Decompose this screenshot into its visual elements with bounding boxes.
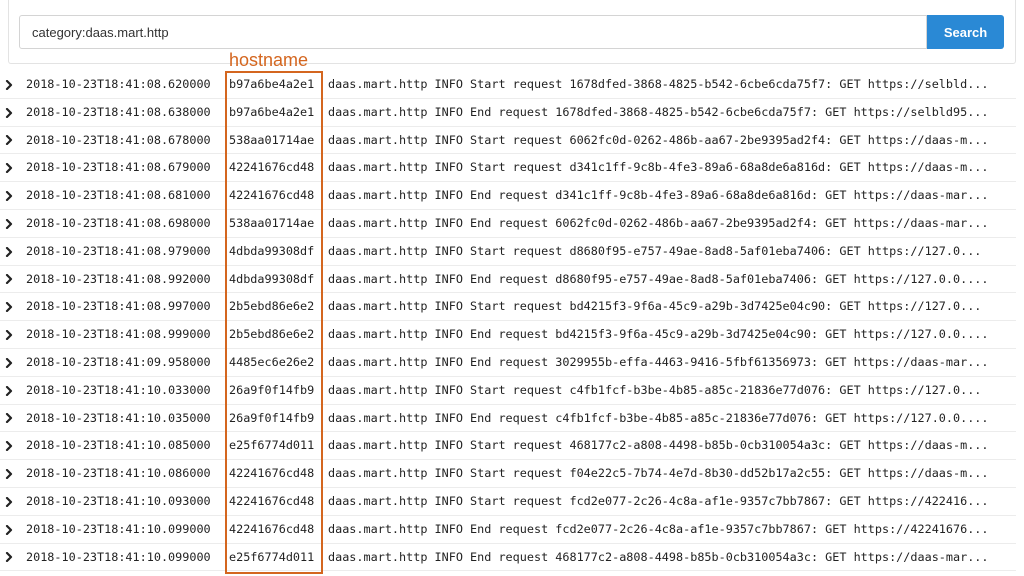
log-row[interactable]: 2018-10-23T18:41:08.999000 2b5ebd86e6e2 da…: [0, 321, 1024, 349]
log-timestamp: 2018-10-23T18:41:10.086000: [26, 466, 211, 481]
chevron-right-icon[interactable]: [4, 99, 14, 127]
chevron-right-icon[interactable]: [4, 293, 14, 321]
log-row[interactable]: 2018-10-23T18:41:10.033000 26a9f0f14fb9 da…: [0, 377, 1024, 405]
log-timestamp: 2018-10-23T18:41:08.681000: [26, 188, 211, 203]
log-row[interactable]: 2018-10-23T18:41:08.620000 b97a6be4a2e1 da…: [0, 71, 1024, 99]
log-row[interactable]: 2018-10-23T18:41:08.679000 42241676cd48 da…: [0, 154, 1024, 182]
log-timestamp: 2018-10-23T18:41:08.698000: [26, 215, 211, 230]
log-row[interactable]: 2018-10-23T18:41:08.638000 b97a6be4a2e1 da…: [0, 99, 1024, 127]
search-input[interactable]: [19, 15, 927, 49]
log-hostname: 4dbda99308df: [229, 271, 315, 286]
log-hostname: 2b5ebd86e6e2: [229, 327, 315, 342]
log-timestamp: 2018-10-23T18:41:08.678000: [26, 132, 211, 147]
log-timestamp: 2018-10-23T18:41:10.099000: [26, 549, 211, 564]
chevron-right-icon[interactable]: [4, 210, 14, 238]
log-hostname: 538aa01714ae: [229, 215, 315, 230]
log-message: daas.mart.http INFO End request 468177c2…: [328, 549, 989, 564]
chevron-right-icon[interactable]: [4, 182, 14, 210]
log-timestamp: 2018-10-23T18:41:08.620000: [26, 77, 211, 91]
log-hostname: 4485ec6e26e2: [229, 354, 315, 369]
log-row[interactable]: 2018-10-23T18:41:10.093000 42241676cd48 da…: [0, 488, 1024, 516]
log-message: daas.mart.http INFO Start request d341c1…: [328, 160, 989, 175]
chevron-right-icon[interactable]: [4, 266, 14, 294]
log-message: daas.mart.http INFO Start request 6062fc…: [328, 132, 989, 147]
log-timestamp: 2018-10-23T18:41:09.958000: [26, 354, 211, 369]
log-row[interactable]: 2018-10-23T18:41:10.099000 e25f6774d011 da…: [0, 544, 1024, 572]
log-timestamp: 2018-10-23T18:41:08.638000: [26, 104, 211, 119]
log-timestamp: 2018-10-23T18:41:10.085000: [26, 438, 211, 453]
log-row[interactable]: 2018-10-23T18:41:10.099000 42241676cd48 da…: [0, 516, 1024, 544]
log-timestamp: 2018-10-23T18:41:10.093000: [26, 493, 211, 508]
search-bar: Search: [8, 0, 1016, 64]
chevron-right-icon[interactable]: [4, 238, 14, 266]
log-row[interactable]: 2018-10-23T18:41:08.681000 42241676cd48 da…: [0, 182, 1024, 210]
chevron-right-icon[interactable]: [4, 516, 14, 544]
log-hostname: 26a9f0f14fb9: [229, 382, 315, 397]
log-message: daas.mart.http INFO End request bd4215f3…: [328, 327, 989, 342]
log-hostname: 42241676cd48: [229, 493, 315, 508]
log-message: daas.mart.http INFO End request c4fb1fcf…: [328, 410, 989, 425]
chevron-right-icon[interactable]: [4, 154, 14, 182]
log-hostname: e25f6774d011: [229, 549, 315, 564]
log-timestamp: 2018-10-23T18:41:10.035000: [26, 410, 211, 425]
log-row[interactable]: 2018-10-23T18:41:10.035000 26a9f0f14fb9 da…: [0, 405, 1024, 433]
log-row[interactable]: 2018-10-23T18:41:08.678000 538aa01714ae da…: [0, 127, 1024, 155]
log-message: daas.mart.http INFO Start request bd4215…: [328, 299, 982, 314]
log-message: daas.mart.http INFO Start request 468177…: [328, 438, 989, 453]
log-row[interactable]: 2018-10-23T18:41:08.698000 538aa01714ae da…: [0, 210, 1024, 238]
log-hostname: 42241676cd48: [229, 521, 315, 536]
chevron-right-icon[interactable]: [4, 460, 14, 488]
log-row[interactable]: 2018-10-23T18:41:10.085000 e25f6774d011 da…: [0, 432, 1024, 460]
log-timestamp: 2018-10-23T18:41:10.033000: [26, 382, 211, 397]
chevron-right-icon[interactable]: [4, 377, 14, 405]
log-message: daas.mart.http INFO Start request fcd2e0…: [328, 493, 989, 508]
log-message: daas.mart.http INFO End request 3029955b…: [328, 354, 989, 369]
log-row[interactable]: 2018-10-23T18:41:08.992000 4dbda99308df da…: [0, 266, 1024, 294]
log-message: daas.mart.http INFO End request fcd2e077…: [328, 521, 989, 536]
log-message: daas.mart.http INFO End request 1678dfed…: [328, 104, 989, 119]
log-list: 2018-10-23T18:41:08.620000 b97a6be4a2e1 da…: [0, 71, 1024, 576]
log-hostname: 42241676cd48: [229, 466, 315, 481]
chevron-right-icon[interactable]: [4, 544, 14, 572]
log-timestamp: 2018-10-23T18:41:08.997000: [26, 299, 211, 314]
log-hostname: 2b5ebd86e6e2: [229, 299, 315, 314]
log-row[interactable]: 2018-10-23T18:41:08.997000 2b5ebd86e6e2 da…: [0, 293, 1024, 321]
log-hostname: 538aa01714ae: [229, 132, 315, 147]
log-hostname: b97a6be4a2e1: [229, 77, 315, 91]
log-timestamp: 2018-10-23T18:41:08.979000: [26, 243, 211, 258]
log-timestamp: 2018-10-23T18:41:08.999000: [26, 327, 211, 342]
chevron-right-icon[interactable]: [4, 405, 14, 433]
log-hostname: e25f6774d011: [229, 438, 315, 453]
log-hostname: b97a6be4a2e1: [229, 104, 315, 119]
log-message: daas.mart.http INFO Start request f04e22…: [328, 466, 989, 481]
log-timestamp: 2018-10-23T18:41:08.679000: [26, 160, 211, 175]
log-message: daas.mart.http INFO End request d8680f95…: [328, 271, 989, 286]
chevron-right-icon[interactable]: [4, 71, 14, 99]
log-row[interactable]: 2018-10-23T18:41:09.958000 4485ec6e26e2 da…: [0, 349, 1024, 377]
chevron-right-icon[interactable]: [4, 127, 14, 155]
chevron-right-icon[interactable]: [4, 432, 14, 460]
log-message: daas.mart.http INFO End request 6062fc0d…: [328, 215, 989, 230]
chevron-right-icon[interactable]: [4, 488, 14, 516]
log-hostname: 26a9f0f14fb9: [229, 410, 315, 425]
chevron-right-icon[interactable]: [4, 321, 14, 349]
log-message: daas.mart.http INFO Start request 1678df…: [328, 77, 989, 91]
log-timestamp: 2018-10-23T18:41:08.992000: [26, 271, 211, 286]
log-message: daas.mart.http INFO Start request c4fb1f…: [328, 382, 982, 397]
log-row[interactable]: 2018-10-23T18:41:08.979000 4dbda99308df da…: [0, 238, 1024, 266]
log-message: daas.mart.http INFO Start request d8680f…: [328, 243, 982, 258]
log-hostname: 42241676cd48: [229, 160, 315, 175]
log-hostname: 42241676cd48: [229, 188, 315, 203]
hostname-annotation-label: hostname: [229, 50, 309, 70]
log-timestamp: 2018-10-23T18:41:10.099000: [26, 521, 211, 536]
chevron-right-icon[interactable]: [4, 349, 14, 377]
log-row[interactable]: 2018-10-23T18:41:10.086000 42241676cd48 da…: [0, 460, 1024, 488]
log-message: daas.mart.http INFO End request d341c1ff…: [328, 188, 989, 203]
search-button[interactable]: Search: [927, 15, 1004, 49]
log-hostname: 4dbda99308df: [229, 243, 315, 258]
